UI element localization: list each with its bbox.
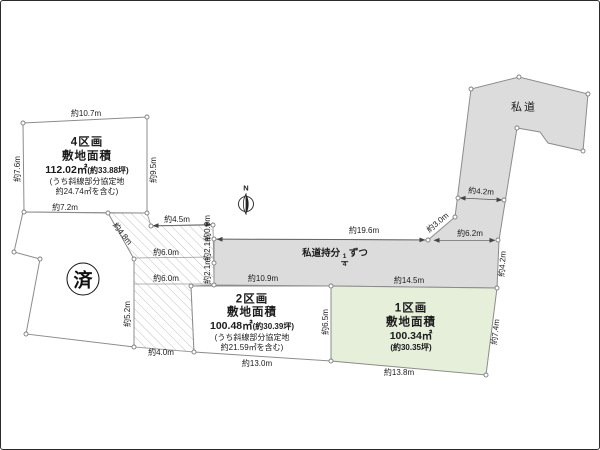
dim-label-13-8: 約13.8m xyxy=(383,368,415,377)
dim-label-4-0: 約4.0m xyxy=(148,348,174,357)
dim-label-13-0: 約13.0m xyxy=(241,359,273,368)
sold-stamp: 済 xyxy=(66,262,100,296)
dim-label-10-9: 約10.9m xyxy=(247,274,279,283)
dim-label-6-0a: 約6.0m xyxy=(153,248,179,257)
dim-label-7-6: 約7.6m xyxy=(13,156,22,182)
dim-label-14-5: 約14.5m xyxy=(393,276,425,285)
hatch-band-line-upper xyxy=(133,256,214,259)
lot1-area: 100.34㎡ xyxy=(389,329,433,342)
lot2-note-line1: (うち斜線部分協定地 xyxy=(214,333,290,342)
dim-label-4-2-leg: 約4.2m xyxy=(467,186,495,197)
lot1-subtitle: 敷地面積 xyxy=(386,316,436,329)
dim-label-2-1b: 約2.1m xyxy=(203,258,212,284)
private-road-label: 私道 xyxy=(511,101,537,114)
dim-label-9-5: 約9.5m xyxy=(149,157,158,183)
dim-label-6-2: 約6.2m xyxy=(457,229,483,238)
dim-line-19-6 xyxy=(216,236,426,243)
dim-label-6-5: 約6.5m xyxy=(321,309,330,335)
dim-label-5-2: 約5.2m xyxy=(123,301,132,327)
lot2-title: 2区画 xyxy=(235,293,269,306)
lot4-subtitle: 敷地面積 xyxy=(62,150,112,163)
compass-icon xyxy=(238,192,254,216)
dim-label-4-5: 約4.5m xyxy=(164,215,190,224)
lot4-note-line1: (うち斜線部分協定地 xyxy=(49,177,125,186)
lot2-subtitle: 敷地面積 xyxy=(227,306,277,319)
lot1-title: 1区画 xyxy=(394,302,428,315)
dim-label-19-6: 約19.6m xyxy=(348,226,380,235)
vertex-dots xyxy=(11,74,591,378)
lot2-note-line2: 約21.59㎡を含む) xyxy=(220,343,284,352)
lot4-note-line2: 約24.74㎡を含む) xyxy=(55,187,119,196)
dim-line-4-2-leg xyxy=(459,195,503,203)
compass-north-label: N xyxy=(243,183,249,193)
dim-label-6-0b: 約6.0m xyxy=(153,274,179,283)
road-share-suffix: ずつ xyxy=(348,248,368,260)
lot4-title: 4区画 xyxy=(70,136,104,149)
lot4-area: 112.02㎡(約33.88坪) xyxy=(45,163,129,176)
road-share-text: 私道持分 xyxy=(302,248,341,260)
dim-label-7-2: 約7.2m xyxy=(52,203,78,212)
dim-line-4-5 xyxy=(152,222,212,228)
lot1-area-tsubo: (約30.35坪) xyxy=(390,343,432,352)
lot2-area: 100.48㎡(約30.39坪) xyxy=(210,319,294,332)
dim-label-10-7: 約10.7m xyxy=(70,109,102,118)
